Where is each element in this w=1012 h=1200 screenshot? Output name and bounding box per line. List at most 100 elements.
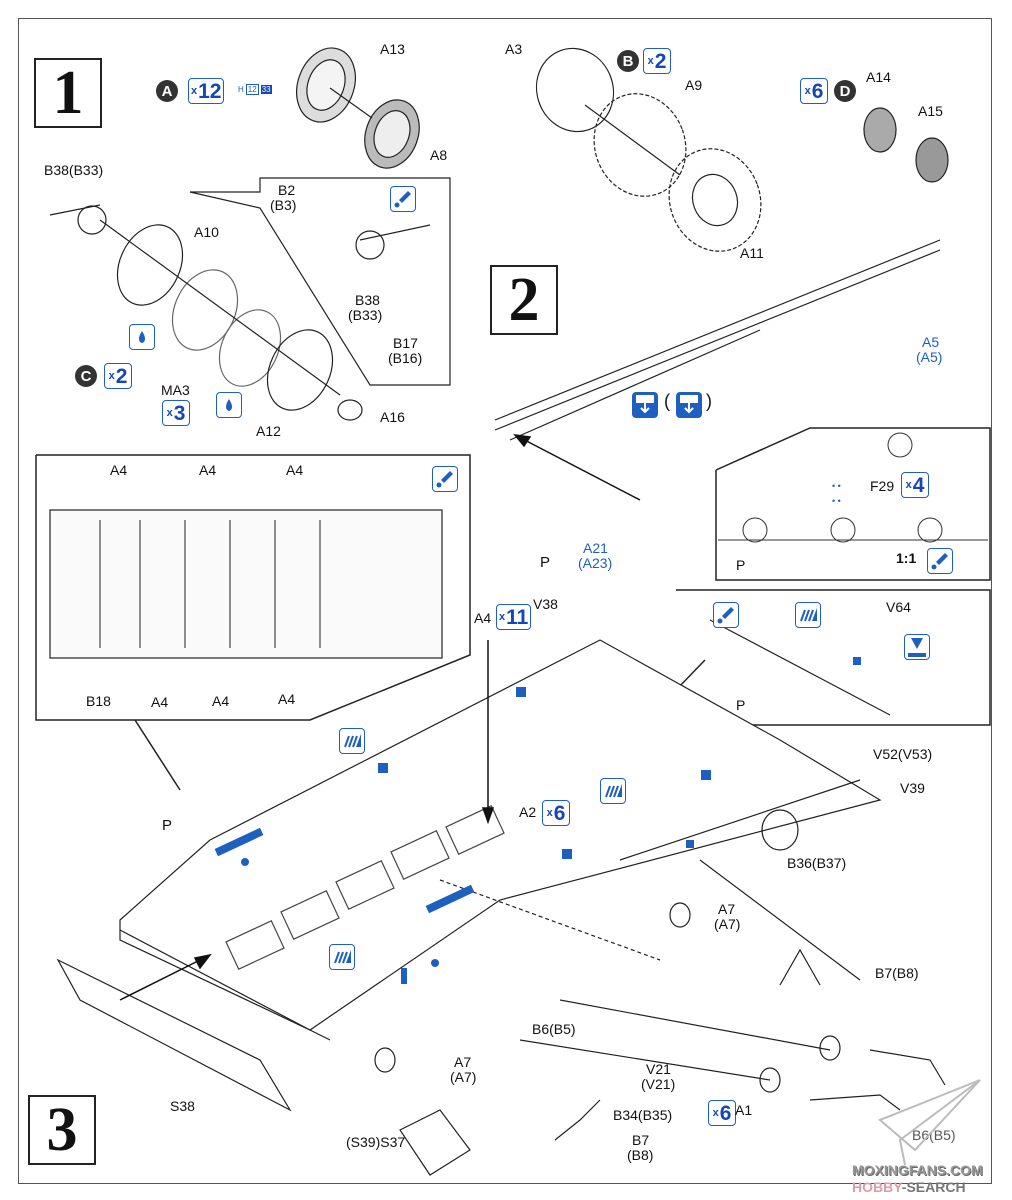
idler-wheel-a15 [915,137,949,183]
paren-close: ) [706,391,712,411]
drill-hole-icon [904,634,930,660]
page-frame [18,18,992,1184]
watermark-hobby: HOBBY [852,1179,902,1195]
part-label-s39-s37: (S39)S37 [346,1134,406,1150]
paint-brush-icon [713,602,739,628]
part-label-p-detail-v64: P [736,697,746,713]
part-label-a13: A13 [380,41,405,57]
part-label-b7: B7 [632,1132,650,1148]
paint-brush-icon [927,548,953,574]
part-label-a5-alt: (A5) [916,349,943,365]
spoked-wheel-a10 [116,224,184,306]
part-label-a9: A9 [685,77,703,93]
photo-etch-icon [329,944,355,970]
part-label-p: P [162,817,173,834]
part-label-p-step2: P [540,554,551,571]
side-skirt-s38 [56,958,292,1112]
part-label-a10: A10 [194,224,219,240]
glue-drop-icon [216,392,242,418]
assembly-marker-b: B [617,50,639,72]
detail-callout-f29 [715,427,991,581]
part-label-ma3: MA3 [161,382,190,398]
watermark-hobbysearch: HOBBY-SEARCH [852,1179,966,1195]
part-label-a4-bottom-1: A4 [151,694,169,710]
part-label-b36-b37: B36(B37) [787,855,847,871]
part-label-a8: A8 [430,147,448,163]
part-label-v52-v53: V52(V53) [873,746,933,762]
quantity-value: 12 [198,79,222,103]
step-number-1: 1 [34,58,102,128]
photo-etch-icon [339,728,365,754]
assembly-marker-d: D [834,80,856,102]
part-label-b6-b5: B6(B5) [532,1021,576,1037]
part-label-b38: B38 [355,292,380,308]
part-label-b8: (B8) [627,1147,654,1163]
paint-code-prefix: H [238,85,244,94]
quantity-value: 6 [811,79,824,103]
cut-remove-icon-alt [676,392,702,418]
photo-etch-icon [795,602,821,628]
sprocket-a9 [593,93,687,197]
paint-code-1: 12 [245,84,259,95]
part-label-b16: (B16) [388,350,423,366]
part-label-a4-top-3: A4 [286,462,304,478]
paint-code-2: 33 [260,85,272,94]
part-label-a21: A21 [583,540,608,556]
step-number-2: 2 [490,265,558,335]
hull-rail [494,239,941,421]
sprocket-a11 [668,148,762,252]
part-label-b33: (B33) [348,307,383,323]
assembly-marker-c: C [75,365,97,387]
quantity-value: 3 [173,401,186,425]
step-number-3: 3 [28,1095,96,1165]
part-label-a11: A11 [740,245,764,261]
photo-etch-icon [600,778,626,804]
part-label-a3: A3 [505,41,523,57]
sprocket-hub-a3 [535,47,615,133]
quantity-value: 2 [654,49,667,73]
part-label-b17: B17 [393,335,418,351]
torsion-bar [559,999,831,1051]
part-label-a23: (A23) [578,555,613,571]
quantity-value: 2 [115,364,128,388]
cut-remove-icon [632,392,658,418]
spoked-wheel-a12 [266,329,334,411]
quantity-value: 6 [553,801,566,825]
idler-wheel-a14 [863,107,897,153]
part-label-a7-left: A7 [454,1054,472,1070]
ring-ma3-2 [218,309,282,387]
part-label-a5: A5 [922,334,940,350]
part-label-a7-right-alt: (A7) [714,916,741,932]
part-label-a15: A15 [918,103,943,119]
glue-drop-icon [129,324,155,350]
part-label-b2: B2 [278,182,296,198]
watermark-search: -SEARCH [901,1179,966,1195]
ring-ma3-1 [171,269,239,351]
part-label-s38: S38 [170,1098,195,1114]
quantity-value: 6 [719,1101,732,1125]
part-label-a7-right: A7 [718,901,736,917]
part-label-a12: A12 [256,423,281,439]
quantity-value: 11 [506,605,529,629]
part-label-a4-top-2: A4 [199,462,217,478]
paren-open: ( [664,391,670,411]
part-label-a4-bottom-3: A4 [278,691,296,707]
part-label-b34-b35: B34(B35) [613,1107,673,1123]
scale-label: 1:1 [896,550,917,566]
part-label-a1: A1 [735,1102,753,1118]
top-view-callout [35,454,471,791]
part-label-v64: V64 [886,599,911,615]
f29-dots: • •• • [832,481,841,506]
part-label-b7-b8: B7(B8) [875,965,919,981]
part-label-a7-left-alt: (A7) [450,1069,477,1085]
part-label-v39: V39 [900,780,925,796]
watermark-moxingfans: MOXINGFANS.COM [852,1162,983,1178]
assembly-marker-a: A [156,80,178,102]
